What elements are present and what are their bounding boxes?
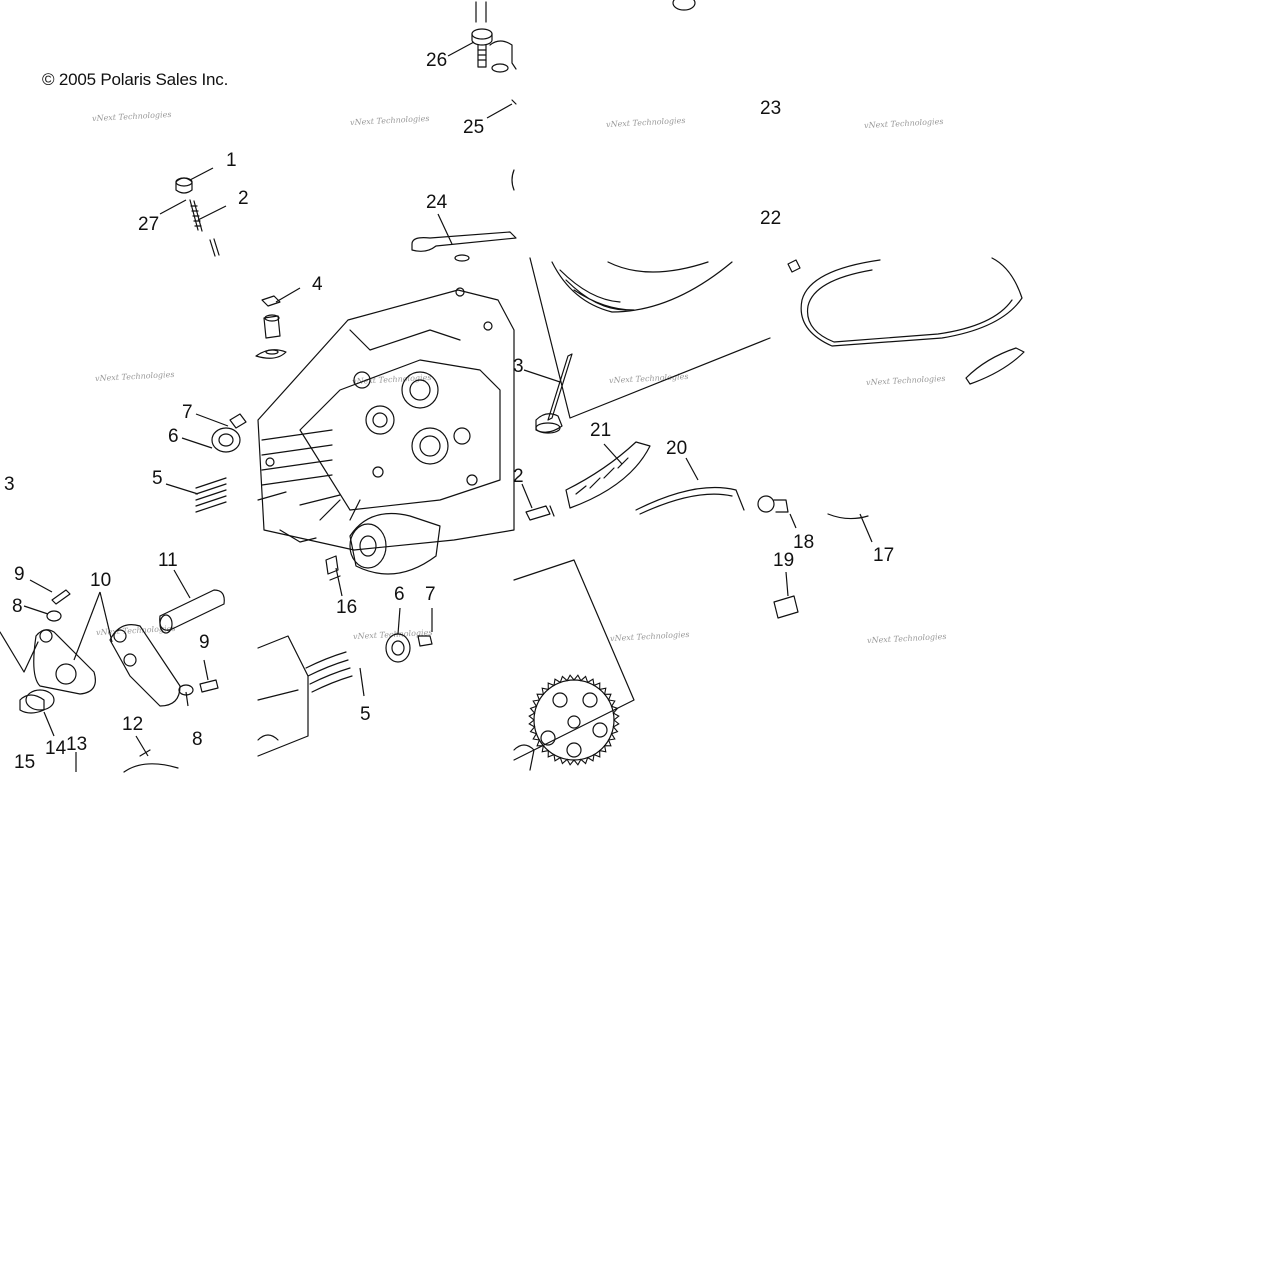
callout-3: 3 bbox=[513, 356, 524, 377]
cover-part bbox=[529, 257, 771, 419]
callout-3: 3 bbox=[4, 474, 15, 495]
tensioner-part bbox=[525, 505, 555, 521]
callout-13: 13 bbox=[66, 734, 87, 755]
bolt-part bbox=[471, 0, 696, 68]
callout-7: 7 bbox=[182, 402, 193, 423]
callout-23: 23 bbox=[760, 98, 781, 119]
callout-18: 18 bbox=[793, 532, 814, 553]
callout-6: 6 bbox=[394, 584, 405, 605]
callout-4: 4 bbox=[312, 274, 323, 295]
callout-11: 11 bbox=[158, 550, 178, 571]
rocker-support-part bbox=[489, 40, 517, 191]
callout-10: 10 bbox=[90, 570, 111, 591]
callout-2: 2 bbox=[238, 188, 249, 209]
callout-1: 1 bbox=[226, 150, 237, 171]
callout-16: 16 bbox=[336, 597, 357, 618]
callout-labels: 26 25 23 22 1 2 27 24 4 3 7 6 5 3 21 20 … bbox=[4, 50, 894, 773]
callout-9: 9 bbox=[199, 632, 210, 653]
callout-2: 2 bbox=[513, 466, 524, 487]
valve-guide-part bbox=[255, 295, 287, 359]
valve-cap-part bbox=[175, 177, 220, 257]
valve-part bbox=[535, 353, 573, 434]
callout-6: 6 bbox=[168, 426, 179, 447]
callout-21: 21 bbox=[590, 420, 611, 441]
valve-spring-part bbox=[305, 633, 433, 693]
rocker-arm-part bbox=[25, 689, 179, 773]
cylinder-head-part bbox=[257, 287, 515, 551]
timing-chain-part bbox=[787, 257, 1025, 385]
rocker-shaft-part bbox=[159, 589, 225, 634]
valve-part bbox=[411, 231, 517, 262]
callout-20: 20 bbox=[666, 438, 687, 459]
chain-guide-part bbox=[565, 441, 651, 509]
callout-9: 9 bbox=[14, 564, 25, 585]
timing-chain-part bbox=[635, 486, 745, 515]
callout-19: 19 bbox=[773, 550, 794, 571]
callout-15: 15 bbox=[14, 752, 35, 773]
adjuster-screw-part bbox=[19, 589, 219, 714]
callout-26: 26 bbox=[426, 50, 447, 71]
copyright-notice: © 2005 Polaris Sales Inc. bbox=[42, 70, 229, 89]
callout-27: 27 bbox=[138, 214, 159, 235]
lever-part bbox=[0, 624, 181, 707]
valve-spring-part bbox=[195, 413, 247, 513]
cylinder-part bbox=[257, 635, 309, 757]
callout-5: 5 bbox=[152, 468, 163, 489]
callout-12: 12 bbox=[122, 714, 143, 735]
leader-lines bbox=[23, 41, 873, 772]
sprocket-teeth bbox=[528, 674, 620, 766]
callout-24: 24 bbox=[426, 192, 448, 213]
cam-sprocket-part bbox=[513, 559, 635, 771]
callout-7: 7 bbox=[425, 584, 436, 605]
callout-22: 22 bbox=[760, 208, 781, 229]
callout-8: 8 bbox=[192, 729, 203, 750]
callout-25: 25 bbox=[463, 117, 484, 138]
callout-14: 14 bbox=[45, 738, 67, 759]
sprocket-bolt-part bbox=[757, 495, 869, 619]
callout-8: 8 bbox=[12, 596, 23, 617]
callout-5: 5 bbox=[360, 704, 371, 725]
callout-17: 17 bbox=[873, 545, 894, 566]
camshaft-part bbox=[279, 512, 441, 581]
